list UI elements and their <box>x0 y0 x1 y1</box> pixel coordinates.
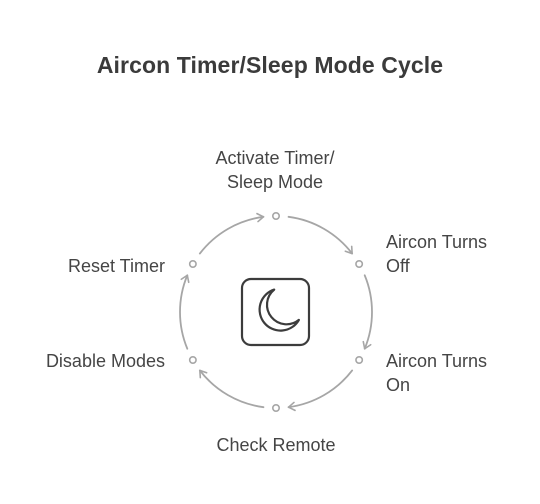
node-check-remote <box>271 403 280 412</box>
node-aircon-turns-off <box>355 259 364 268</box>
node-reset-timer <box>188 259 197 268</box>
node-disable-modes <box>188 355 197 364</box>
cycle-arrow-activate-timer <box>287 215 354 255</box>
cycle-arrow-aircon-turns-on <box>287 369 354 412</box>
cycle-arrow-check-remote <box>198 369 265 409</box>
node-activate-timer <box>271 212 280 221</box>
cycle-nodes <box>188 212 364 412</box>
cycle-arrows <box>179 212 373 412</box>
step-check-remote: Check Remote <box>216 435 336 455</box>
cycle-arrow-disable-modes <box>179 274 190 350</box>
moon-icon <box>240 277 311 347</box>
step-disable-modes: Disable Modes <box>45 351 165 371</box>
step-aircon-turns-on: Aircon Turns On <box>386 351 488 395</box>
cycle-arrow-aircon-turns-off <box>362 274 373 350</box>
cycle-arrow-reset-timer <box>198 212 265 255</box>
step-activate-timer: Activate Timer/ Sleep Mode <box>215 148 335 192</box>
diagram-title: Aircon Timer/Sleep Mode Cycle <box>96 52 444 78</box>
step-aircon-turns-off: Aircon Turns Off <box>386 232 488 276</box>
node-aircon-turns-on <box>355 355 364 364</box>
step-reset-timer: Reset Timer <box>67 256 165 276</box>
